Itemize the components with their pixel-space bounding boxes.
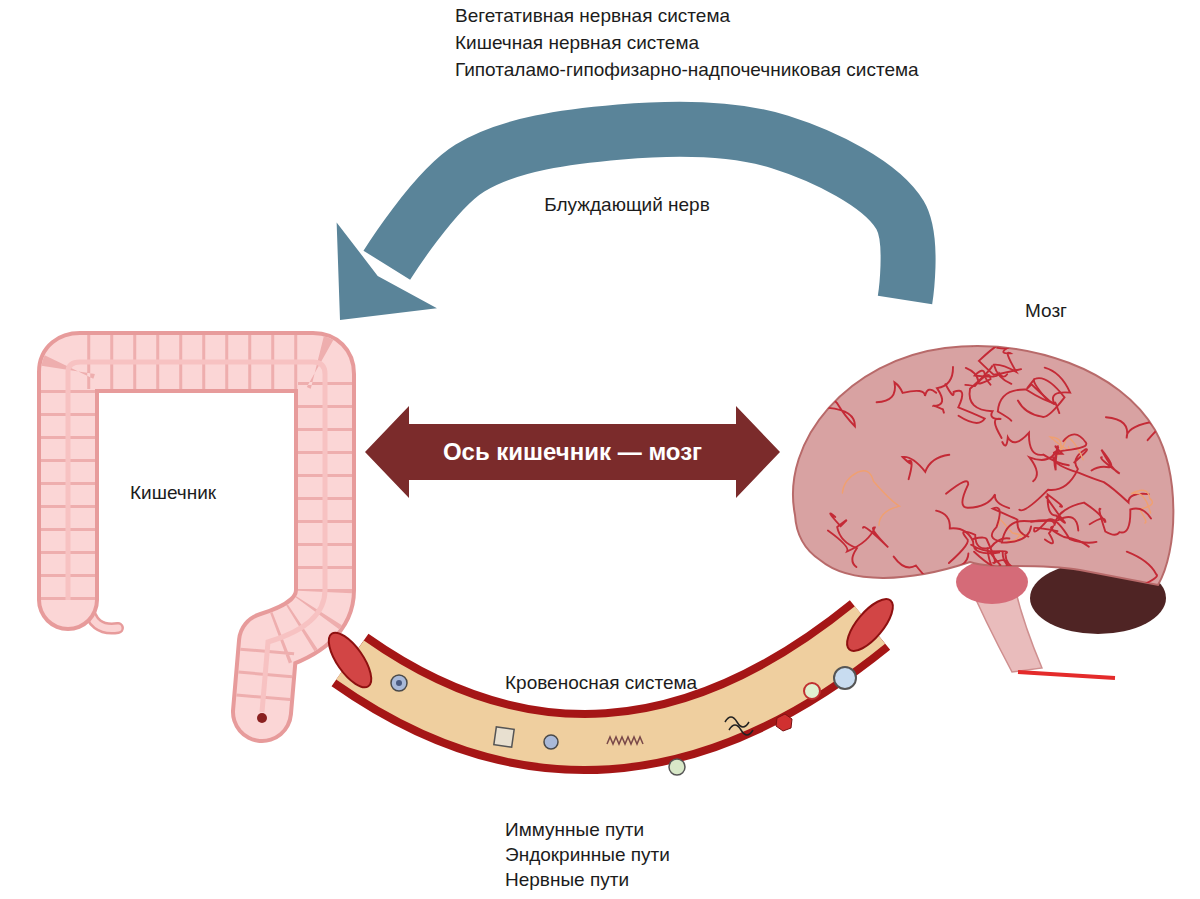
spinal-vessel [1018,672,1115,678]
brain-vein [970,366,1002,438]
cerebrum [793,346,1173,585]
edge-label: Блуждающий нерв [544,194,710,216]
brain-vein [936,511,1000,554]
vessel-opening [839,592,900,658]
brain-vein [789,371,855,426]
blood-cell-core [396,680,402,686]
brain-vein [1034,519,1097,542]
brain-vein [1099,509,1151,535]
brain-vein [998,389,1060,420]
node-title: Мозг [1025,300,1067,322]
brain-vein [992,508,1029,542]
brain-vein [877,382,937,402]
brain-node: Мозг [780,300,1185,690]
blood-cell [544,735,558,749]
blood-cell [834,667,856,689]
route-label: Иммунные пути [505,818,644,842]
brain-vein [1031,503,1106,526]
brain-vein [1106,417,1161,440]
blood-cell [391,675,407,691]
colon-fill [68,362,325,712]
brain-vein [988,548,1028,582]
pathway-label: Кишечная нервная система [455,31,699,55]
gut-node: Кишечник [20,320,365,725]
route-label: Нервные пути [505,868,629,892]
brain-vein [1127,370,1183,395]
brain-vein [965,368,990,386]
brain-vein [777,552,800,582]
node-title: Кишечник [130,482,216,504]
brain-vein [1131,490,1152,523]
brain-vein [830,513,857,567]
rectum-end [257,713,267,723]
brain-vein [946,384,985,423]
brain-vein [842,471,899,526]
brain-vein [911,298,973,345]
immune-cell [494,727,514,747]
vessel-lumen [350,625,870,742]
brain-vein [1054,434,1086,470]
brain-vein [1002,517,1078,543]
route-label: Эндокринные пути [505,843,670,867]
node-title: Кровеносная система [505,672,697,694]
brain-vein [1092,450,1120,474]
colon-haustra [68,362,325,712]
brain-vein [1002,433,1069,466]
arrow-shaft [387,129,908,300]
axis-label: Ось кишечник — мозг [443,438,702,466]
arrow-head [337,222,437,320]
brain-vein [1115,302,1148,360]
blood-vessel-illustration [321,592,901,775]
brain-vein [903,455,950,479]
colon-taenia [68,362,325,712]
vessel-opening [321,626,379,693]
double-arrow [365,406,780,498]
rna-strand [725,717,753,735]
hormone-molecule [776,714,792,731]
brain-vein [1116,552,1157,587]
blood-cell [804,683,820,699]
brain-vein [994,347,1017,384]
brain-vein [949,532,1010,563]
brain-vein [1098,369,1167,392]
gut-brain-axis-arrow [365,406,780,498]
brain-vein [946,481,1009,508]
pathway-label: Вегетативная нервная система [455,4,730,28]
vessel-wall [350,625,870,742]
pathway-label: Гипоталамо-гипофизарно-надпочечниковая с… [455,58,919,82]
brain-veins [777,298,1183,587]
colon-outline [68,362,325,712]
blood-cell [669,759,685,775]
gut-illustration [68,362,325,723]
brain-vein [933,367,953,413]
blood-vessel-node: Кровеносная система [325,590,895,810]
vagus-nerve-arrow [337,129,908,320]
brain-vein [894,554,969,583]
brain-vein [1053,457,1149,502]
protein-chain [607,737,643,744]
